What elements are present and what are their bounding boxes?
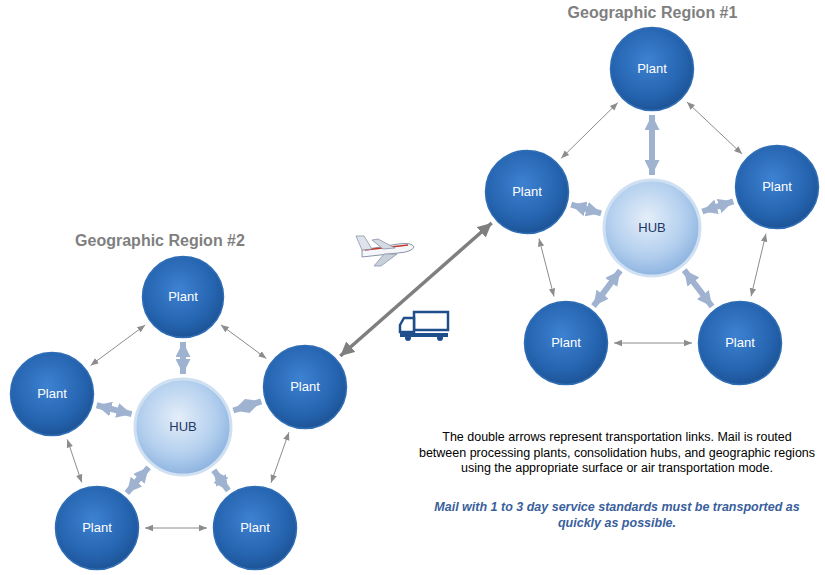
hub-circle: HUB [602,178,702,278]
plant-link-arrow [67,440,81,483]
hub-link-arrow [702,201,733,211]
plant-label: Plant [82,520,112,536]
plant-shape [56,487,139,570]
airplane-tail [356,236,372,250]
plant-circle: Plant [262,344,348,430]
legend-note: The double arrows represent transportati… [418,430,816,477]
plant-circle: Plant [9,351,95,437]
plant-shape [611,28,694,111]
plant-link-arrow [561,103,618,159]
plant-label: Plant [168,289,198,305]
hub-link-arrow [127,467,149,493]
plant-circle: Plant [523,300,609,386]
service-note: Mail with 1 to 3 day service standards m… [418,500,816,531]
plant-circle: Plant [609,26,695,112]
truck-cab [400,318,414,332]
airplane-icon [356,236,414,266]
plant-label: Plant [637,61,667,77]
plant-shape [11,353,94,436]
hub-link-arrow [97,405,132,414]
plant-link-arrow [145,528,207,529]
plant-label: Plant [512,184,542,200]
hub-link-arrow [649,115,655,175]
plant-link-arrow [271,432,289,483]
plant-link-arrow [539,238,554,296]
plant-link-arrow [687,102,742,154]
plant-label: Plant [762,179,792,195]
truck-box [414,312,448,330]
plant-circle: Plant [697,300,783,386]
plant-circle: Plant [734,144,820,230]
plant-circle: Plant [141,255,225,339]
plant-link-arrow [751,234,766,297]
plant-shape [214,487,297,570]
truck-wheel [437,335,443,341]
plant-shape [486,151,569,234]
plant-circle: Plant [54,485,140,571]
truck-icon [400,312,448,341]
plant-shape [143,257,224,338]
region-title: Geographic Region #1 [535,4,770,22]
plant-link-arrow [221,325,267,359]
hub-shape [135,379,231,475]
plant-link-arrow [614,343,692,344]
plant-circle: Plant [212,485,298,571]
plant-label: Plant [725,335,755,351]
hub-link-arrow [233,401,261,410]
plant-shape [525,302,608,385]
hub-link-arrow [214,470,229,490]
plant-shape [736,146,819,229]
hub-link-arrow [594,270,621,306]
hub-link-arrow [180,342,186,374]
hub-shape [604,180,700,276]
hub-link-arrow [684,270,712,306]
plant-shape [264,346,347,429]
truck-wheel [405,335,411,341]
plant-label: Plant [240,520,270,536]
region-title: Geographic Region #2 [55,232,265,250]
hub-link-arrow [571,205,601,214]
hub-label: HUB [638,220,665,236]
hub-circle: HUB [133,377,233,477]
plant-link-arrow [91,325,146,365]
hub-label: HUB [169,419,196,435]
plant-label: Plant [551,335,581,351]
plant-label: Plant [290,379,320,395]
airplane-wing [374,254,397,266]
plant-label: Plant [37,386,67,402]
plant-circle: Plant [484,149,570,235]
region-link-arrow [340,223,491,356]
airplane-wing [372,239,395,249]
plant-shape [699,302,782,385]
